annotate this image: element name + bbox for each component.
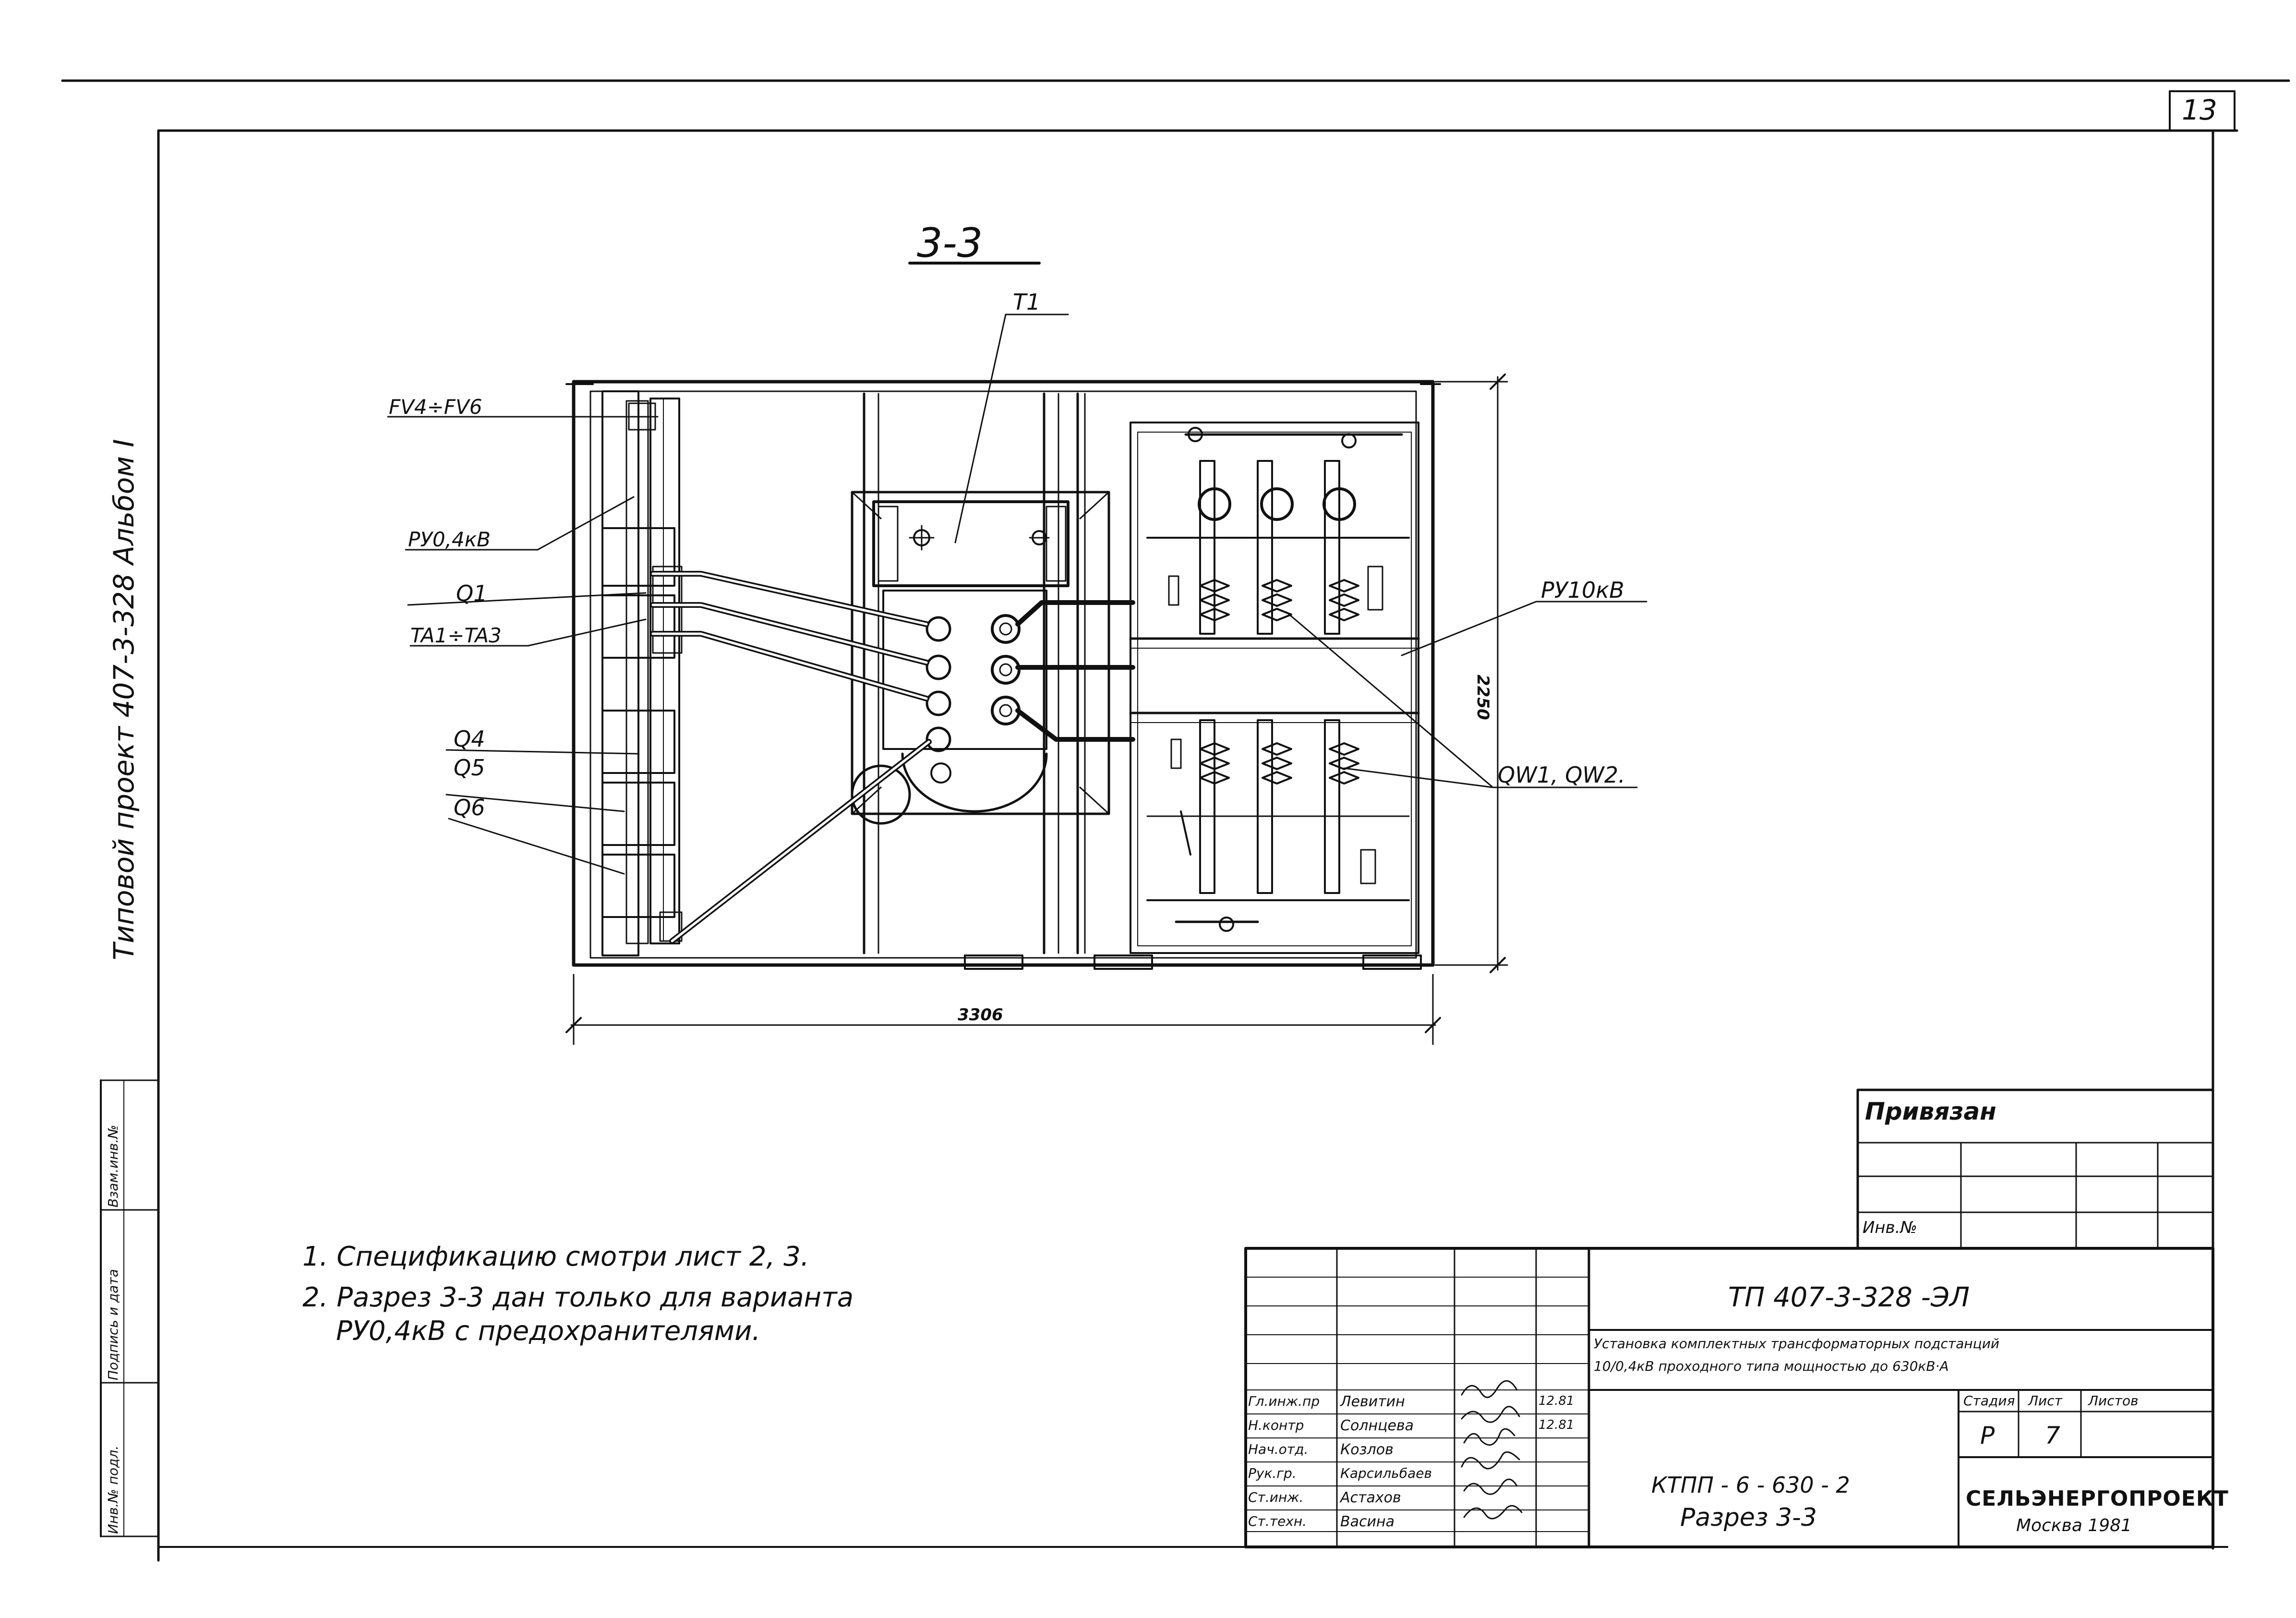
label-q6: Q6: [454, 795, 485, 821]
sig-role-6: Ст.техн.: [1248, 1513, 1307, 1529]
sig-role-2: Н.контр: [1248, 1417, 1304, 1433]
sig-name-4: Карсильбаев: [1340, 1465, 1432, 1481]
city-year: Москва 1981: [2016, 1516, 2132, 1535]
sheet-header: Лист: [2028, 1393, 2062, 1409]
dim-width: 3306: [958, 1005, 1003, 1025]
stamp-replace: Взам.инв.№: [105, 1125, 121, 1207]
sig-name-2: Солнцева: [1340, 1417, 1414, 1434]
note-3: РУ0,4кВ с предохранителями.: [336, 1316, 761, 1347]
doc-code: ТП 407-3-328 -ЭЛ: [1728, 1282, 1970, 1313]
sig-role-5: Ст.инж.: [1248, 1489, 1304, 1505]
sig-date-2: 12.81: [1539, 1418, 1575, 1432]
stage-value: Р: [1980, 1422, 1995, 1449]
sig-date-1: 12.81: [1539, 1394, 1575, 1408]
privyazan-title: Привязан: [1865, 1098, 1996, 1125]
label-ru04: РУ0,4кВ: [408, 528, 491, 551]
note-1: 1. Спецификацию смотри лист 2, 3.: [302, 1241, 809, 1272]
label-ru10: РУ10кВ: [1541, 577, 1624, 603]
label-q1: Q1: [456, 580, 487, 606]
side-title: Типовой проект 407-3-328 Альбом I: [108, 439, 140, 960]
label-fv: FV4÷FV6: [389, 395, 482, 419]
sheet-value: 7: [2045, 1422, 2060, 1449]
stamp-sign: Подпись и дата: [105, 1269, 121, 1380]
sig-name-3: Козлов: [1340, 1441, 1394, 1458]
drawing-title-line2: Разрез 3-3: [1680, 1503, 1817, 1532]
sheets-header: Листов: [2088, 1393, 2139, 1409]
privyazan-inv-label: Инв.№: [1863, 1218, 1917, 1237]
sig-role-3: Нач.отд.: [1248, 1441, 1309, 1457]
sig-role-4: Рук.гр.: [1248, 1465, 1297, 1481]
label-t1: T1: [1013, 289, 1040, 315]
sig-name-1: Левитин: [1340, 1393, 1405, 1410]
label-qw: QW1, QW2.: [1498, 762, 1625, 788]
sig-name-6: Васина: [1340, 1513, 1394, 1530]
note-2: 2. Разрез 3-3 дан только для варианта: [302, 1282, 854, 1313]
dim-height: 2250: [1473, 675, 1492, 720]
organization: СЕЛЬЭНЕРГОПРОЕКТ: [1966, 1486, 2229, 1511]
stamp-inv: Инв.№ подл.: [105, 1446, 121, 1534]
sheet-number: 13: [2182, 94, 2217, 126]
description-line2: 10/0,4кВ проходного типа мощностью до 63…: [1594, 1358, 1949, 1374]
sig-role-1: Гл.инж.пр: [1248, 1393, 1320, 1409]
label-q5: Q5: [454, 755, 485, 781]
sig-name-5: Астахов: [1340, 1489, 1401, 1506]
section-title: 3-3: [917, 219, 983, 266]
stage-header: Стадия: [1963, 1393, 2015, 1409]
drawing-title-line1: КТПП - 6 - 630 - 2: [1651, 1472, 1850, 1498]
description-line1: Установка комплектных трансформаторных п…: [1594, 1336, 2000, 1352]
label-q4: Q4: [454, 726, 485, 752]
label-ta: TA1÷TA3: [410, 624, 502, 647]
